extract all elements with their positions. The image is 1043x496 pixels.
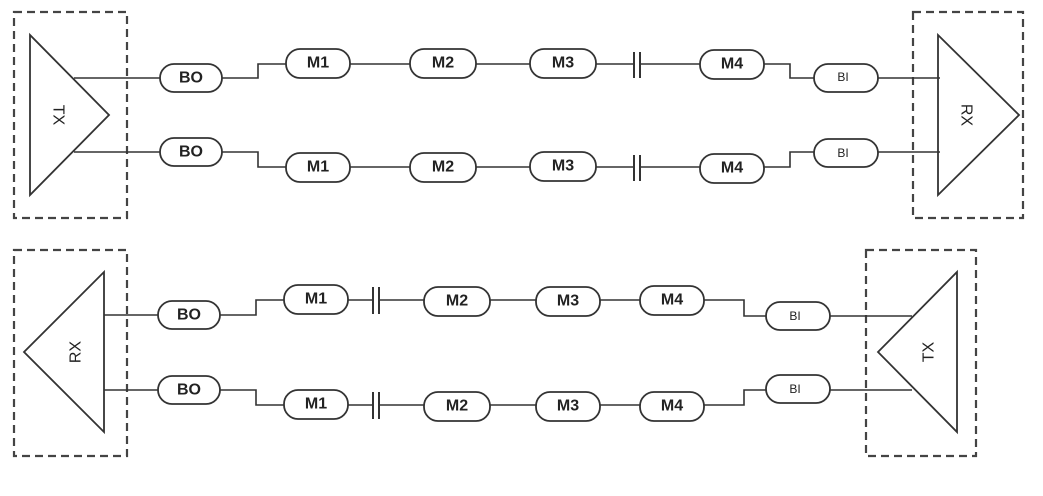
m4-node: [699, 49, 765, 80]
top-left-dashed-box: [12, 10, 129, 220]
bo-node: [157, 300, 221, 330]
m1-node: [285, 152, 351, 183]
m2-label: M2: [446, 398, 468, 415]
top-lane-1: BO M1 M2 M3 M4 BI: [74, 48, 940, 93]
bottom-right-unit: TX: [864, 248, 978, 458]
bi-node: [765, 301, 831, 331]
bi-label: BI: [789, 309, 800, 323]
bottom-left-unit: RX: [12, 248, 129, 458]
bottom-panel: RX TX BO M1 M2 M3: [12, 248, 978, 458]
m4-node: [639, 391, 705, 422]
m2-label: M2: [446, 293, 468, 310]
m2-node: [423, 391, 491, 422]
m1-node: [285, 48, 351, 79]
m4-label: M4: [721, 160, 743, 177]
m4-node: [639, 285, 705, 316]
m3-label: M3: [552, 55, 574, 72]
m3-node: [529, 151, 597, 182]
top-right-unit-label: RX: [958, 104, 975, 127]
bottom-lane-2: BO M1 M2 M3 M4 BI: [104, 374, 912, 422]
m4-node: [699, 153, 765, 184]
bottom-left-triangle: [22, 269, 105, 435]
top-left-unit-label: TX: [50, 105, 67, 126]
bo-label: BO: [177, 307, 201, 324]
m1-label: M1: [305, 291, 327, 308]
bottom-right-unit-label: TX: [921, 341, 938, 362]
m2-label: M2: [432, 159, 454, 176]
top-right-unit: RX: [911, 10, 1025, 220]
m4-label: M4: [661, 292, 683, 309]
m1-label: M1: [307, 55, 329, 72]
bo-label: BO: [179, 70, 203, 87]
bottom-left-dashed-box: [12, 248, 129, 458]
m4-label: M4: [661, 398, 683, 415]
top-right-triangle: [937, 32, 1021, 198]
bo-node: [157, 375, 221, 405]
bi-label: BI: [837, 70, 848, 84]
bi-node: [765, 374, 831, 404]
bo-node: [159, 137, 223, 167]
m3-node: [529, 48, 597, 79]
bottom-lane-1: BO M1 M2 M3 M4 BI: [104, 284, 912, 331]
m3-label: M3: [552, 158, 574, 175]
bottom-right-triangle: [876, 269, 958, 435]
m3-node: [535, 391, 601, 422]
top-lane-2: BO M1 M2 M3 M4 BI: [74, 137, 940, 184]
m2-label: M2: [432, 55, 454, 72]
top-panel: TX RX BO M1 M2 M3: [12, 10, 1025, 220]
bo-label: BO: [179, 144, 203, 161]
bottom-left-unit-label: RX: [68, 341, 85, 364]
bi-label: BI: [789, 382, 800, 396]
m1-node: [283, 284, 349, 315]
m2-node: [423, 286, 491, 317]
bo-node: [159, 63, 223, 93]
bi-node: [813, 63, 879, 93]
m2-node: [409, 48, 477, 79]
top-right-dashed-box: [911, 10, 1025, 220]
m2-node: [409, 152, 477, 183]
m3-label: M3: [557, 293, 579, 310]
m1-node: [283, 389, 349, 420]
bottom-right-dashed-box: [864, 248, 978, 458]
bo-label: BO: [177, 382, 201, 399]
m1-label: M1: [307, 159, 329, 176]
m3-node: [535, 286, 601, 317]
top-left-unit: TX: [12, 10, 129, 220]
m1-label: M1: [305, 396, 327, 413]
bi-label: BI: [837, 146, 848, 160]
bi-node: [813, 138, 879, 168]
m3-label: M3: [557, 398, 579, 415]
top-left-triangle: [29, 32, 111, 198]
m4-label: M4: [721, 56, 743, 73]
